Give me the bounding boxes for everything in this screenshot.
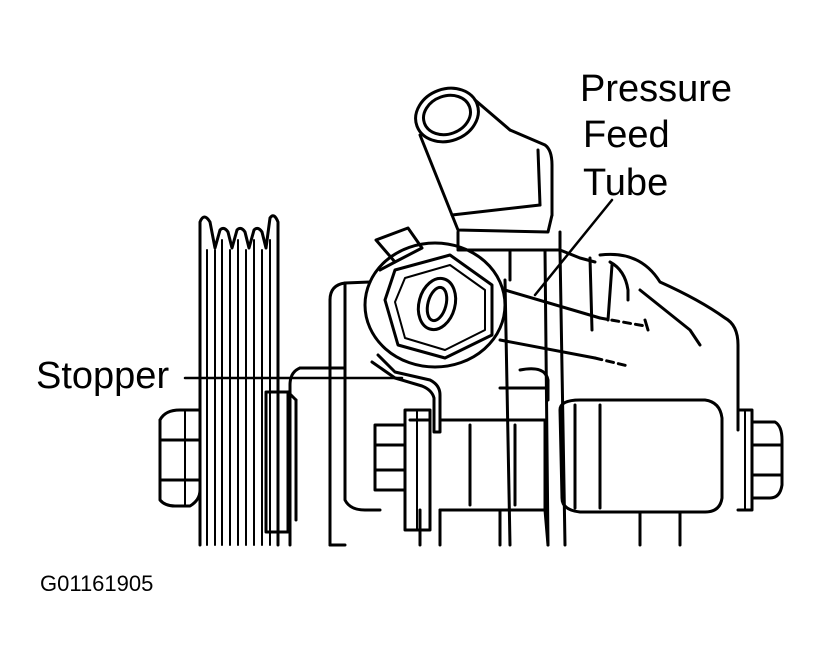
left-bolt (158, 408, 202, 508)
right-bolt (736, 408, 784, 512)
tube-leader-line (533, 198, 614, 297)
stopper-bracket (370, 353, 442, 434)
outlet-fitting (414, 86, 597, 282)
stopper-label: Stopper (36, 355, 170, 397)
pressure-label: Pressure (580, 68, 733, 110)
pressure-feed-tube (498, 288, 650, 368)
figure-id-label: G01161905 (40, 571, 154, 596)
feed-label: Feed (583, 114, 670, 156)
union-nut (363, 226, 507, 369)
pump-body (288, 248, 740, 547)
leader-lines (183, 198, 614, 380)
tube-label: Tube (583, 162, 669, 204)
pulley (198, 214, 298, 547)
